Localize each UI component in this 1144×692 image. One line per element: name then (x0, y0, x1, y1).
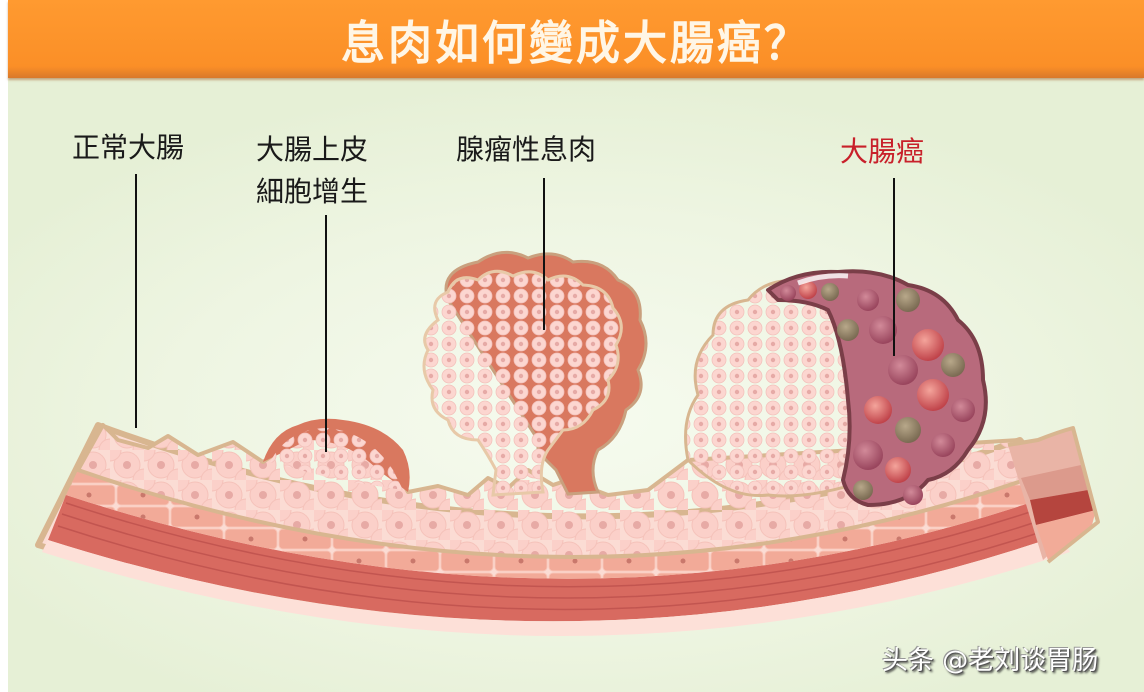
leader-line-hyperplasia (325, 215, 327, 452)
title-bar: 息肉如何變成大腸癌？ (8, 0, 1144, 78)
watermark: 头条 @老刘谈胃肠 (882, 646, 1099, 676)
leader-line-cancer (893, 178, 895, 356)
leader-line-normal (135, 174, 137, 428)
label-adenomatous-polyp: 腺瘤性息肉 (456, 133, 597, 166)
cancer-mass (766, 269, 988, 507)
leader-line-polyp (543, 178, 545, 330)
label-hyperplasia-line2: 細胞增生 (256, 175, 369, 208)
colon-cross-section-illustration (35, 250, 1100, 636)
page-title: 息肉如何變成大腸癌？ (341, 16, 811, 71)
label-normal-colon: 正常大腸 (72, 131, 185, 164)
diagram-frame: 息肉如何變成大腸癌？ 正常大腸 大腸上皮 細胞增生 腺瘤性息肉 大腸癌 头条 @… (8, 0, 1144, 692)
label-colorectal-cancer: 大腸癌 (840, 135, 925, 168)
cut-end-section (1007, 426, 1100, 564)
label-hyperplasia-line1: 大腸上皮 (256, 133, 369, 166)
